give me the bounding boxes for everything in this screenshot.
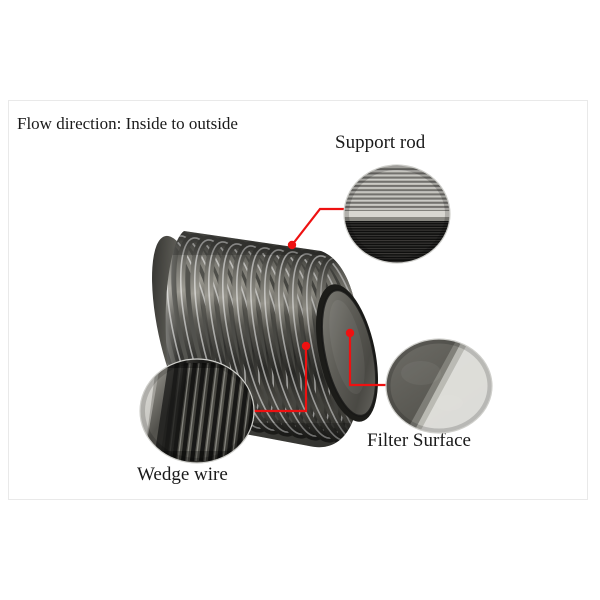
diagram-frame: Flow direction: Inside to outside Suppor… bbox=[8, 100, 588, 500]
callout-detail-filter-surface bbox=[385, 338, 493, 434]
callout-circle-wedge-wire bbox=[139, 358, 255, 464]
callout-detail-wedge-wire bbox=[139, 358, 255, 464]
flow-direction-title: Flow direction: Inside to outside bbox=[17, 114, 238, 133]
callout-circle-support-rod bbox=[343, 164, 451, 264]
leader-dot-support-rod bbox=[287, 240, 297, 250]
wedge-wire-screen-illustration bbox=[139, 164, 493, 464]
leader-dot-filter-surface bbox=[345, 328, 355, 338]
leader-wedge-wire bbox=[253, 346, 308, 413]
callout-label-wedge-wire: Wedge wire bbox=[137, 464, 228, 485]
callout-detail-support-rod bbox=[343, 164, 451, 264]
leader-dot-wedge-wire bbox=[301, 341, 311, 351]
leader-filter-surface bbox=[348, 333, 386, 387]
callout-label-filter-surface: Filter Surface bbox=[367, 430, 471, 451]
callout-label-support-rod: Support rod bbox=[335, 132, 426, 153]
callout-circle-filter-surface bbox=[385, 338, 493, 434]
